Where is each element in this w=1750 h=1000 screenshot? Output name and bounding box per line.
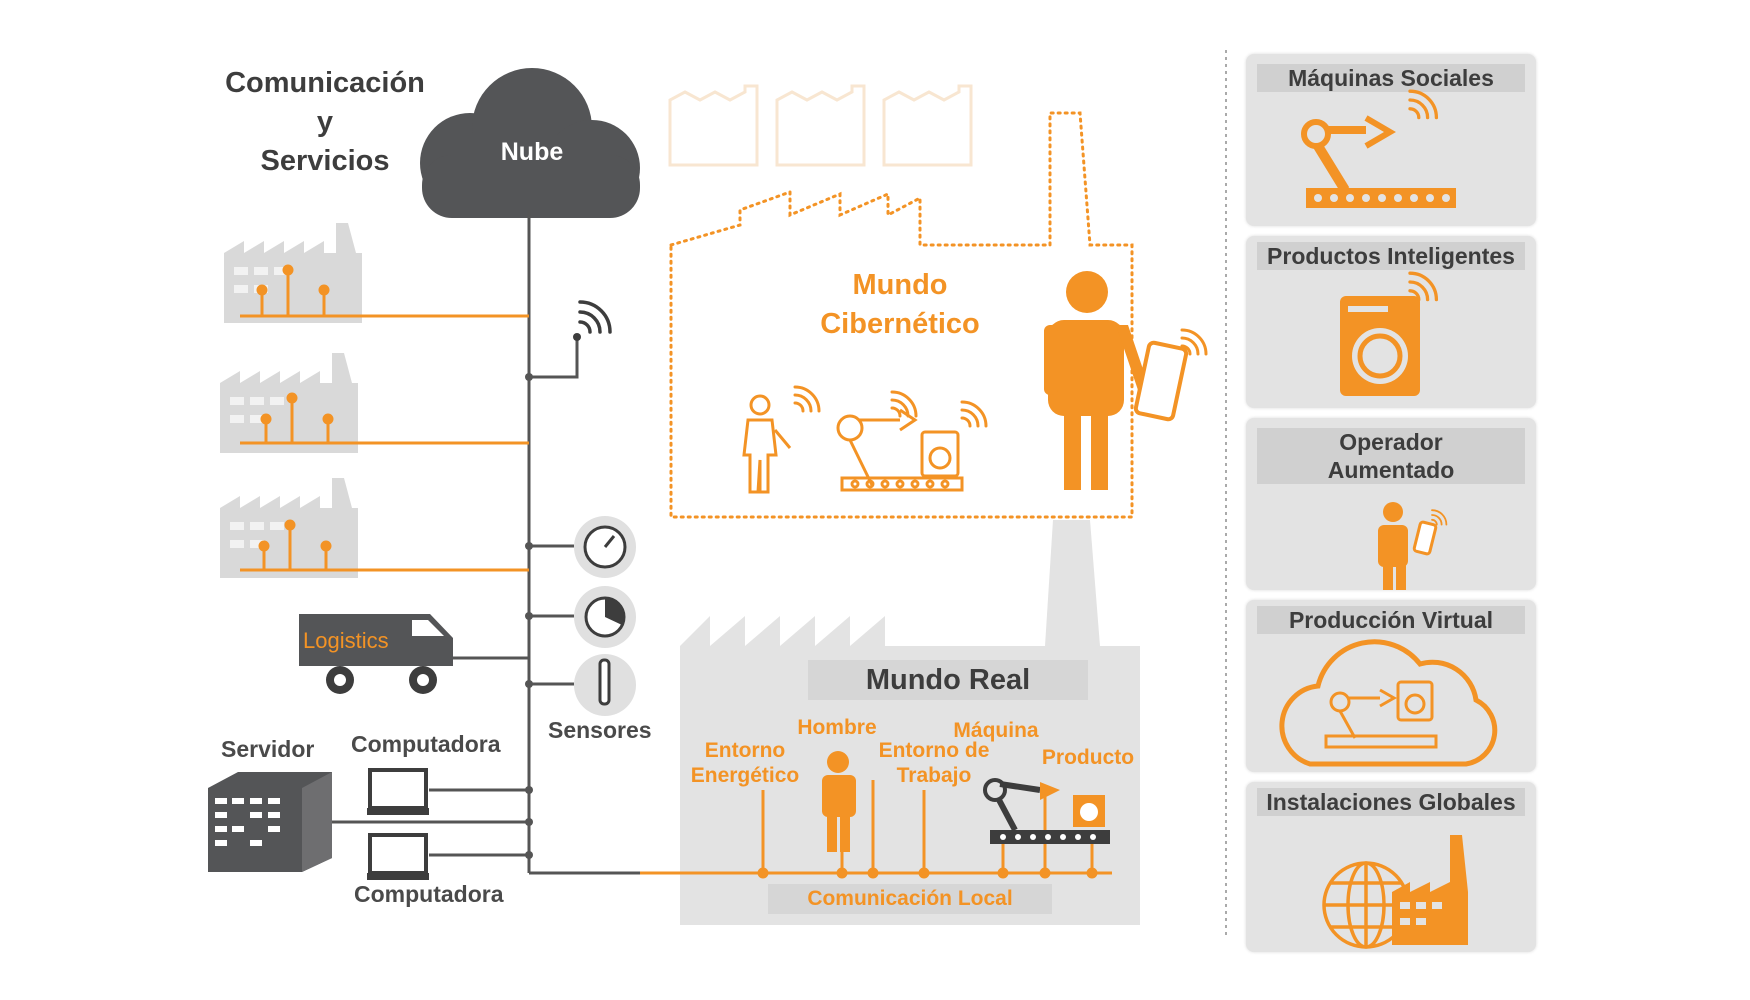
virtual-production-icon [1279, 639, 1498, 767]
card-title: Máquinas Sociales [1257, 64, 1525, 92]
real-world-title: Mundo Real [808, 660, 1088, 700]
local-communication-label: Comunicación Local [768, 884, 1052, 914]
card-title: Operador Aumentado [1257, 428, 1525, 484]
factory-links [240, 264, 529, 572]
cyber-factory-outline [669, 111, 1134, 519]
worker-icon [742, 394, 792, 494]
globe-factory-icon [1322, 835, 1468, 949]
local-bus [640, 780, 1112, 879]
robot-arm-icon [983, 778, 1110, 844]
card-title: Instalaciones Globales [1257, 788, 1525, 816]
card-title: Productos Inteligentes [1257, 242, 1525, 270]
card-title: Producción Virtual [1257, 606, 1525, 634]
factory-icon [224, 223, 362, 323]
server-icon [208, 772, 332, 872]
wifi-icon [960, 400, 988, 428]
wifi-icon [1408, 89, 1439, 120]
computer-icon [367, 833, 529, 880]
tablet-icon [1133, 340, 1189, 422]
work-environment-label: Entorno de Trabajo [878, 739, 990, 787]
truck-icon [299, 614, 529, 694]
man-label: Hombre [797, 716, 877, 739]
computer-icon [367, 768, 529, 815]
computer-label: Computadora [354, 881, 504, 907]
server-label: Servidor [221, 736, 315, 762]
worker-icon [822, 751, 856, 852]
sensor-gauges [529, 516, 636, 716]
card-virtual-production: Producción Virtual [1246, 600, 1536, 772]
wifi-icon [793, 385, 821, 413]
wifi-icon [1431, 509, 1448, 526]
social-machine-icon [1301, 115, 1456, 208]
person-icon [1378, 502, 1408, 590]
tablet-icon [1412, 520, 1438, 556]
card-global-facilities: Instalaciones Globales [1246, 782, 1536, 952]
robot-arm-icon [836, 408, 964, 492]
sensors-label: Sensores [548, 717, 652, 743]
product-label: Producto [1041, 746, 1135, 769]
real-factory-icon [680, 520, 1140, 925]
truck-label: Logistics [303, 628, 389, 653]
junction-dots [525, 373, 533, 859]
washer-icon [1340, 296, 1420, 396]
person-icon [1044, 271, 1150, 490]
section-title: Comunicación y Servicios [225, 67, 425, 177]
cloud-label: Nube [464, 135, 600, 169]
computer-label: Computadora [351, 731, 501, 757]
antenna-icon [529, 300, 612, 379]
factory-icon [220, 353, 358, 453]
cyber-world-title: Mundo Cibernético [820, 269, 980, 340]
wifi-icon [1408, 271, 1439, 302]
faint-factories [668, 84, 973, 167]
energy-label: Entorno Energético [690, 739, 800, 787]
machine-label: Máquina [953, 719, 1039, 742]
